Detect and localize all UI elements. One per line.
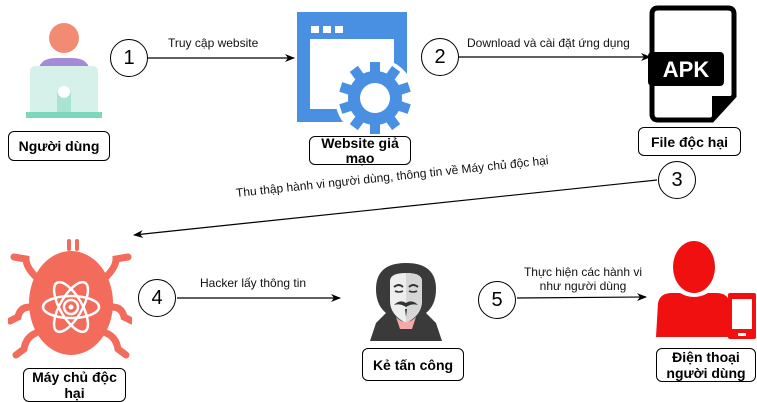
user-laptop-icon bbox=[26, 23, 102, 118]
step-circle-5: 5 bbox=[478, 281, 516, 319]
step-number: 4 bbox=[151, 286, 163, 309]
step-circle-1: 1 bbox=[110, 39, 148, 77]
node-label-text: Người dùng bbox=[18, 138, 100, 154]
node-label-user-phone: Điện thoại người dùng bbox=[656, 348, 756, 382]
node-label-text: Website giả mạo bbox=[321, 134, 399, 166]
node-label-text: Điện thoại người dùng bbox=[666, 349, 746, 381]
step-circle-4: 4 bbox=[138, 279, 176, 317]
apk-text: APK bbox=[663, 57, 710, 82]
apk-file-icon: APK bbox=[648, 5, 737, 123]
edge-label-step-5: Thực hiện các hành vi như người dùng bbox=[520, 265, 646, 293]
node-label-text: Kẻ tấn công bbox=[372, 356, 454, 373]
node-label-user: Người dùng bbox=[8, 131, 110, 161]
step-number: 3 bbox=[671, 168, 683, 191]
node-label-malicious-server: Máy chủ độc hại bbox=[23, 368, 126, 402]
arrow-step-5 bbox=[516, 293, 647, 302]
step-number: 1 bbox=[123, 46, 135, 69]
node-label-fake-website: Website giả mạo bbox=[309, 134, 411, 166]
node-label-text: Máy chủ độc hại bbox=[32, 369, 117, 401]
node-label-attacker: Kẻ tấn công bbox=[362, 348, 464, 381]
edge-label-step-2: Download và cài đặt ứng dụng bbox=[467, 36, 630, 50]
edge-label-line: Thực hiện các hành vi bbox=[523, 265, 643, 279]
arrow-step-3 bbox=[133, 179, 658, 239]
bug-atom-icon bbox=[8, 239, 132, 359]
user-phone-icon bbox=[656, 241, 756, 339]
edge-label-step-4: Hacker lấy thông tin bbox=[200, 276, 307, 290]
step-circle-3: 3 bbox=[658, 161, 696, 199]
edge-label-step-1: Truy cập website bbox=[168, 36, 259, 50]
step-number: 2 bbox=[434, 45, 446, 68]
step-number: 5 bbox=[491, 288, 503, 311]
node-label-malicious-file: File độc hại bbox=[638, 127, 741, 156]
node-label-text: File độc hại bbox=[650, 133, 728, 150]
step-circle-2: 2 bbox=[421, 38, 459, 76]
edge-label-line: như người dùng bbox=[539, 279, 627, 293]
website-gear-icon bbox=[297, 12, 415, 134]
anonymous-hacker-icon bbox=[370, 263, 442, 341]
